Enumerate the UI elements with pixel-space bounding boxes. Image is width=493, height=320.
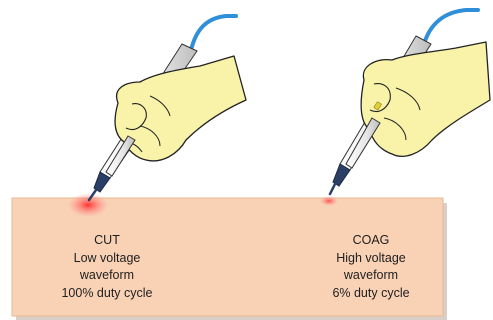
cut-spark bbox=[68, 193, 108, 217]
cut-cable bbox=[191, 16, 236, 50]
coag-hand bbox=[361, 42, 490, 156]
cut-line-1: Low voltage bbox=[32, 250, 182, 268]
coag-cable bbox=[424, 10, 478, 44]
coag-caption: COAG High voltage waveform 6% duty cycle bbox=[296, 232, 446, 302]
cut-title: CUT bbox=[32, 232, 182, 250]
coag-spark bbox=[320, 196, 338, 206]
coag-instrument bbox=[330, 10, 490, 194]
cut-instrument bbox=[89, 16, 246, 200]
cut-caption: CUT Low voltage waveform 100% duty cycle bbox=[32, 232, 182, 302]
coag-title: COAG bbox=[296, 232, 446, 250]
coag-line-2: waveform bbox=[296, 267, 446, 285]
cut-line-2: waveform bbox=[32, 267, 182, 285]
cut-line-3: 100% duty cycle bbox=[32, 285, 182, 303]
coag-line-1: High voltage bbox=[296, 250, 446, 268]
coag-blade bbox=[330, 184, 335, 194]
coag-line-3: 6% duty cycle bbox=[296, 285, 446, 303]
